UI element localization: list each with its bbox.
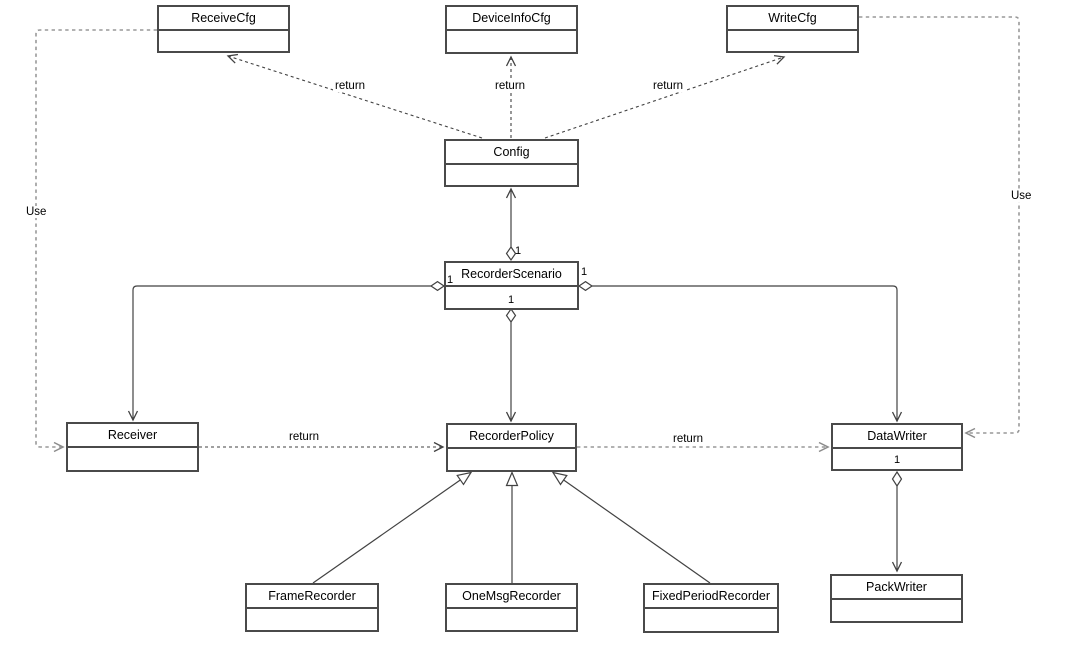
aggregation-diamond [891,470,903,488]
class-packwriter[interactable]: PackWriter [830,574,963,623]
class-receiver[interactable]: Receiver [66,422,199,472]
multiplicity-label: 1 [894,454,901,466]
edge-fixedperiodrecorder-policy-inherit[interactable] [553,473,711,584]
aggregation-diamond [505,307,517,324]
class-title: WriteCfg [728,7,857,31]
edge-label-return: return [333,80,368,92]
class-body [832,600,961,621]
class-title: FrameRecorder [247,585,377,609]
multiplicity-label: 1 [515,245,522,257]
class-title: Config [446,141,577,165]
class-title: ReceiveCfg [159,7,288,31]
class-title: FixedPeriodRecorder [645,585,777,609]
edge-writecfg-datawriter-use[interactable] [859,16,1020,433]
edge-config-receivecfg-return[interactable] [226,53,483,139]
multiplicity-label: 1 [447,274,454,286]
class-title: RecorderScenario [446,263,577,287]
class-title: RecorderPolicy [448,425,575,449]
class-body [728,31,857,51]
edge-label-return: return [493,80,528,92]
class-title: PackWriter [832,576,961,600]
class-recorderscenario[interactable]: RecorderScenario [444,261,579,310]
class-body [159,31,288,51]
class-deviceinfocfg[interactable]: DeviceInfoCfg [445,5,578,54]
class-body [447,31,576,52]
multiplicity-label: 1 [508,294,515,306]
edge-scenario-config[interactable] [505,187,517,262]
class-body [247,609,377,630]
edge-label-return: return [671,433,706,445]
aggregation-diamond [577,280,594,292]
edge-label-return: return [651,80,686,92]
class-title: DataWriter [833,425,961,449]
class-onemsgrecorder[interactable]: OneMsgRecorder [445,583,578,632]
edge-label-use: Use [24,206,49,218]
class-body [68,448,197,470]
class-writecfg[interactable]: WriteCfg [726,5,859,53]
class-body [645,609,777,631]
edge-label-use: Use [1009,190,1034,202]
aggregation-diamond [505,245,517,262]
class-datawriter[interactable]: DataWriter [831,423,963,471]
edge-framerecorder-policy-inherit[interactable] [312,473,471,584]
class-framerecorder[interactable]: FrameRecorder [245,583,379,632]
class-receivecfg[interactable]: ReceiveCfg [157,5,290,53]
edge-scenario-policy[interactable] [505,307,517,423]
class-title: Receiver [68,424,197,448]
class-recorderpolicy[interactable]: RecorderPolicy [446,423,577,472]
edge-receivecfg-receiver-use[interactable] [35,29,157,447]
edge-config-writecfg-return[interactable] [544,54,786,139]
class-body [446,165,577,185]
class-fixedperiodrecorder[interactable]: FixedPeriodRecorder [643,583,779,633]
edge-datawriter-packwriter[interactable] [891,470,903,573]
edge-scenario-datawriter[interactable] [577,280,903,423]
class-body [447,609,576,630]
class-body [448,449,575,470]
edge-scenario-receiver[interactable] [127,280,446,422]
class-title: DeviceInfoCfg [447,7,576,31]
edge-label-return: return [287,431,322,443]
aggregation-diamond [429,280,446,292]
multiplicity-label: 1 [581,266,588,278]
class-title: OneMsgRecorder [447,585,576,609]
class-config[interactable]: Config [444,139,579,187]
